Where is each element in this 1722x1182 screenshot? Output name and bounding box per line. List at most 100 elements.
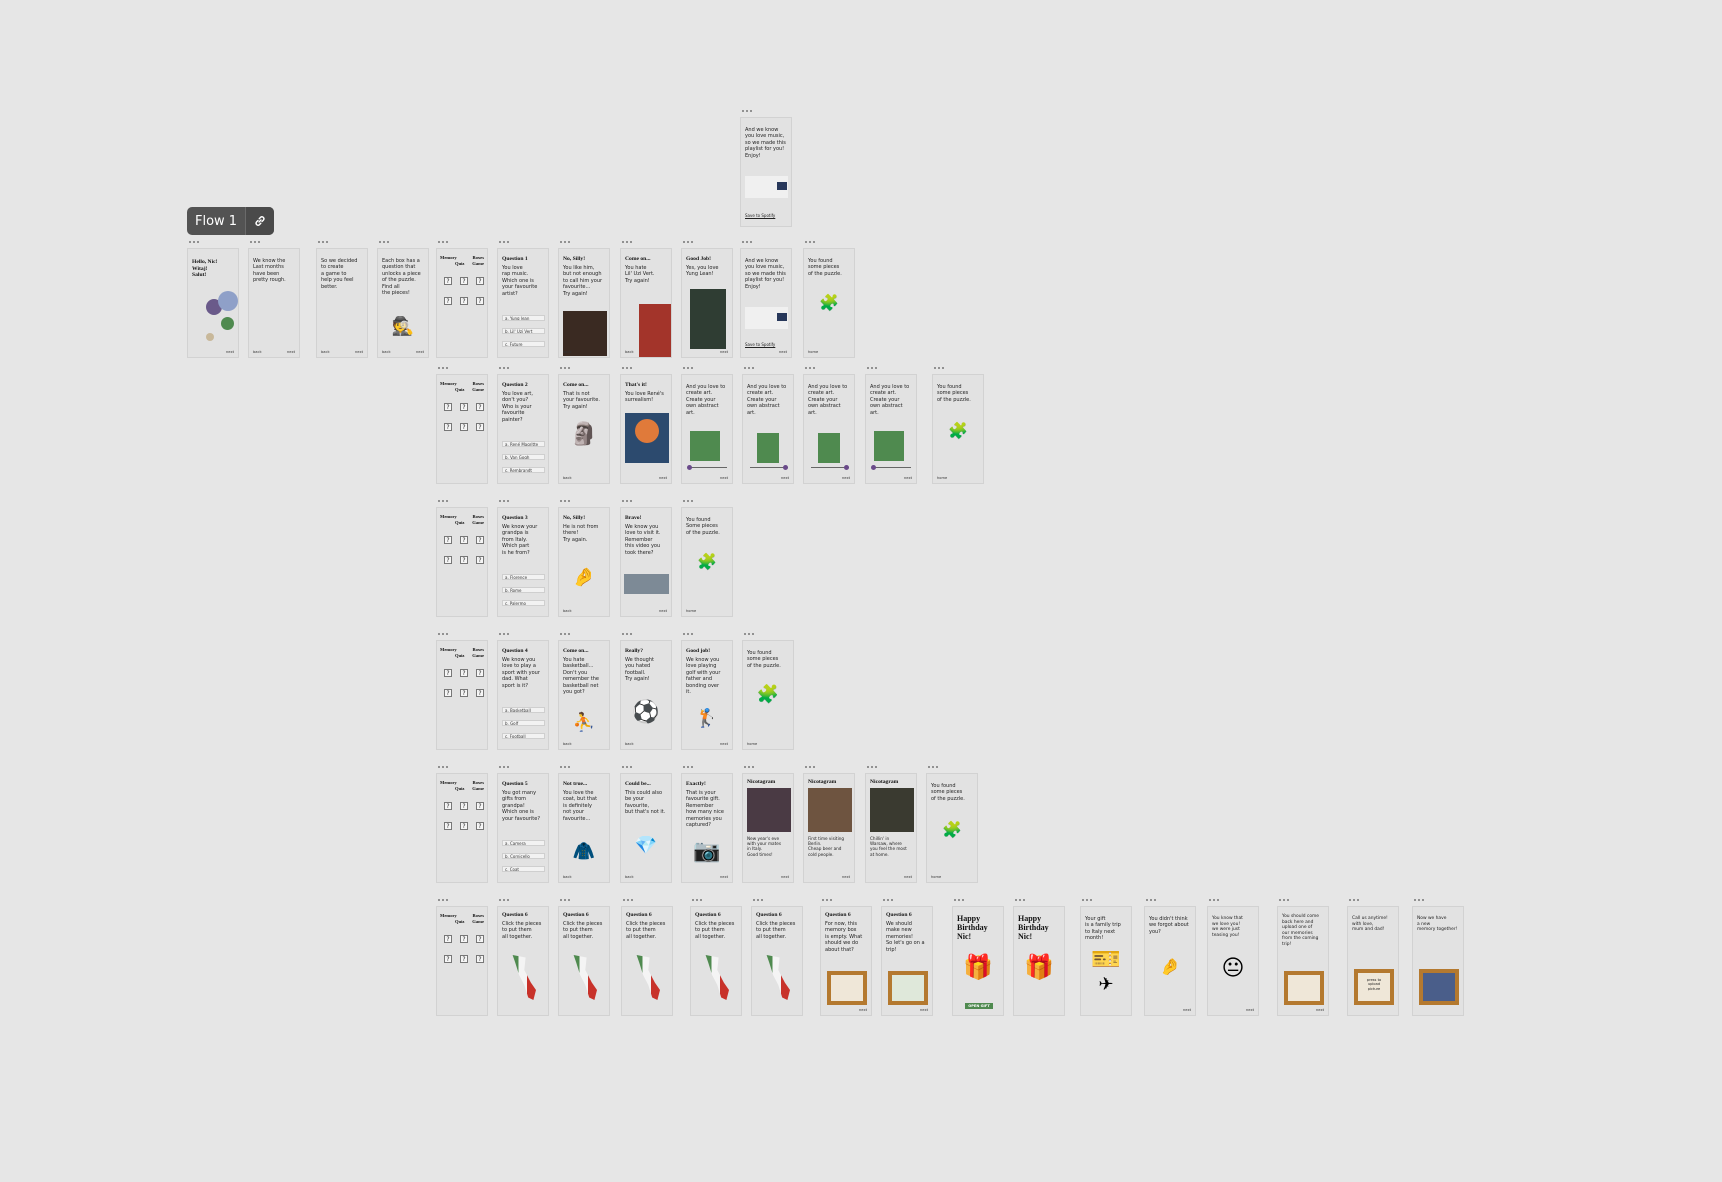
create-art-frame-1[interactable]: And you love to create art. Create your …	[681, 374, 733, 484]
frame-options-icon[interactable]	[499, 899, 513, 902]
memory-box-3[interactable]: ?	[476, 277, 484, 285]
frame-options-icon[interactable]	[560, 500, 574, 503]
q4-correct-frame[interactable]: Good job!We know you love playing golf w…	[681, 640, 733, 750]
found-pieces-1-frame[interactable]: You found some pieces of the puzzle.🧩hom…	[803, 248, 855, 358]
memory-box-3[interactable]: ?	[476, 935, 484, 943]
memory-box-6[interactable]: ?	[476, 423, 484, 431]
memory-box-4[interactable]: ?	[444, 556, 452, 564]
answer-option[interactable]: a. René Magritte	[502, 441, 545, 447]
frame-options-icon[interactable]	[742, 110, 756, 113]
next-link[interactable]: next	[781, 875, 789, 879]
q2-correct-frame[interactable]: That's it!You love René's surrealism!nex…	[620, 374, 672, 484]
frame-options-icon[interactable]	[499, 633, 513, 636]
next-link[interactable]: next	[720, 742, 728, 746]
memory-box-4[interactable]: ?	[444, 955, 452, 963]
frame-options-icon[interactable]	[438, 500, 452, 503]
memory-box-1[interactable]: ?	[444, 935, 452, 943]
home-link[interactable]: home	[747, 742, 758, 746]
playlist-frame-top[interactable]: And we know you love music, so we made t…	[740, 117, 792, 227]
memory-box-4[interactable]: ?	[444, 423, 452, 431]
answer-option[interactable]: c. Future	[502, 341, 545, 347]
frame-options-icon[interactable]	[683, 766, 697, 769]
teasing-frame[interactable]: You know that we love you! we were just …	[1207, 906, 1259, 1016]
next-link[interactable]: next	[779, 350, 787, 354]
art-slider-knob[interactable]	[783, 465, 788, 470]
answer-option[interactable]: c. Palermo	[502, 600, 545, 606]
italy-map-piece[interactable]	[573, 955, 597, 1000]
memory-box-2[interactable]: ?	[460, 935, 468, 943]
home-link[interactable]: home	[937, 476, 948, 480]
answer-option[interactable]: a. Florence	[502, 574, 545, 580]
q4-wrong-frame[interactable]: Come on...You hate basketball... Don't y…	[558, 640, 610, 750]
memory-box-6[interactable]: ?	[476, 822, 484, 830]
q1-correct-frame[interactable]: Good Job!Yes, you love Yung Lean!next	[681, 248, 733, 358]
next-link[interactable]: next	[226, 350, 234, 354]
next-link[interactable]: next	[416, 350, 424, 354]
frame-options-icon[interactable]	[499, 766, 513, 769]
q1-wrong2-frame[interactable]: Come on...You hate Lil' Uzi Vert. Try ag…	[620, 248, 672, 358]
home-link[interactable]: home	[808, 350, 819, 354]
memory-box-6[interactable]: ?	[476, 556, 484, 564]
memory-box-1[interactable]: ?	[444, 277, 452, 285]
frame-options-icon[interactable]	[1414, 899, 1428, 902]
art-slider[interactable]	[689, 467, 727, 468]
frame-options-icon[interactable]	[622, 241, 636, 244]
memory-box-3[interactable]: ?	[476, 802, 484, 810]
answer-option[interactable]: a. Basketball	[502, 707, 545, 713]
next-link[interactable]: next	[287, 350, 295, 354]
memory-box-4[interactable]: ?	[444, 822, 452, 830]
frame-options-icon[interactable]	[742, 241, 756, 244]
frame-options-icon[interactable]	[438, 766, 452, 769]
memory-box-2[interactable]: ?	[460, 403, 468, 411]
italy-map-piece[interactable]	[512, 955, 536, 1000]
frame-options-icon[interactable]	[438, 899, 452, 902]
back-link[interactable]: back	[625, 875, 634, 879]
memory-box-5[interactable]: ?	[460, 423, 468, 431]
answer-option[interactable]: b. Van Gogh	[502, 454, 545, 460]
answer-option[interactable]: b. Lil' Uzi Vert	[502, 328, 545, 334]
forgot-frame[interactable]: You didn't think we forgot about you?🤌ne…	[1144, 906, 1196, 1016]
open-gift-button[interactable]: OPEN GIFT	[965, 1003, 993, 1009]
back-link[interactable]: back	[563, 350, 572, 354]
birthday-frame-2[interactable]: Happy Birthday Nic!🎁	[1013, 906, 1065, 1016]
back-link[interactable]: back	[563, 742, 572, 746]
frame-options-icon[interactable]	[560, 241, 574, 244]
upload-frame[interactable]: press to upload picture	[1354, 969, 1394, 1005]
memory-box-1[interactable]: ?	[444, 403, 452, 411]
frame-options-icon[interactable]	[623, 899, 637, 902]
frame-options-icon[interactable]	[753, 899, 767, 902]
frame-options-icon[interactable]	[1015, 899, 1029, 902]
back-link[interactable]: back	[563, 609, 572, 613]
q2-wrong-frame[interactable]: Come on...That is not your favourite. Tr…	[558, 374, 610, 484]
upload-button[interactable]: press to upload picture	[1366, 978, 1382, 991]
back-link[interactable]: back	[625, 742, 634, 746]
create-art-frame-2[interactable]: And you love to create art. Create your …	[742, 374, 794, 484]
frame-options-icon[interactable]	[1349, 899, 1363, 902]
next-link[interactable]: next	[842, 875, 850, 879]
comeback-frame[interactable]: You should come back here and upload one…	[1277, 906, 1329, 1016]
frame-options-icon[interactable]	[805, 241, 819, 244]
intro-decided-frame[interactable]: So we decided to create a game to help y…	[316, 248, 368, 358]
memory-box-6[interactable]: ?	[476, 955, 484, 963]
frame-options-icon[interactable]	[499, 500, 513, 503]
frame-options-icon[interactable]	[744, 367, 758, 370]
frame-options-icon[interactable]	[744, 766, 758, 769]
frame-options-icon[interactable]	[744, 633, 758, 636]
answer-option[interactable]: c. Coat	[502, 866, 545, 872]
italy-map-piece[interactable]	[766, 955, 790, 1000]
memory-box-6[interactable]: ?	[476, 297, 484, 305]
frame-options-icon[interactable]	[1279, 899, 1293, 902]
next-link[interactable]: next	[355, 350, 363, 354]
answer-option[interactable]: c. Football	[502, 733, 545, 739]
frame-options-icon[interactable]	[934, 367, 948, 370]
memory-box-3[interactable]: ?	[476, 669, 484, 677]
back-link[interactable]: back	[253, 350, 262, 354]
back-link[interactable]: back	[382, 350, 391, 354]
